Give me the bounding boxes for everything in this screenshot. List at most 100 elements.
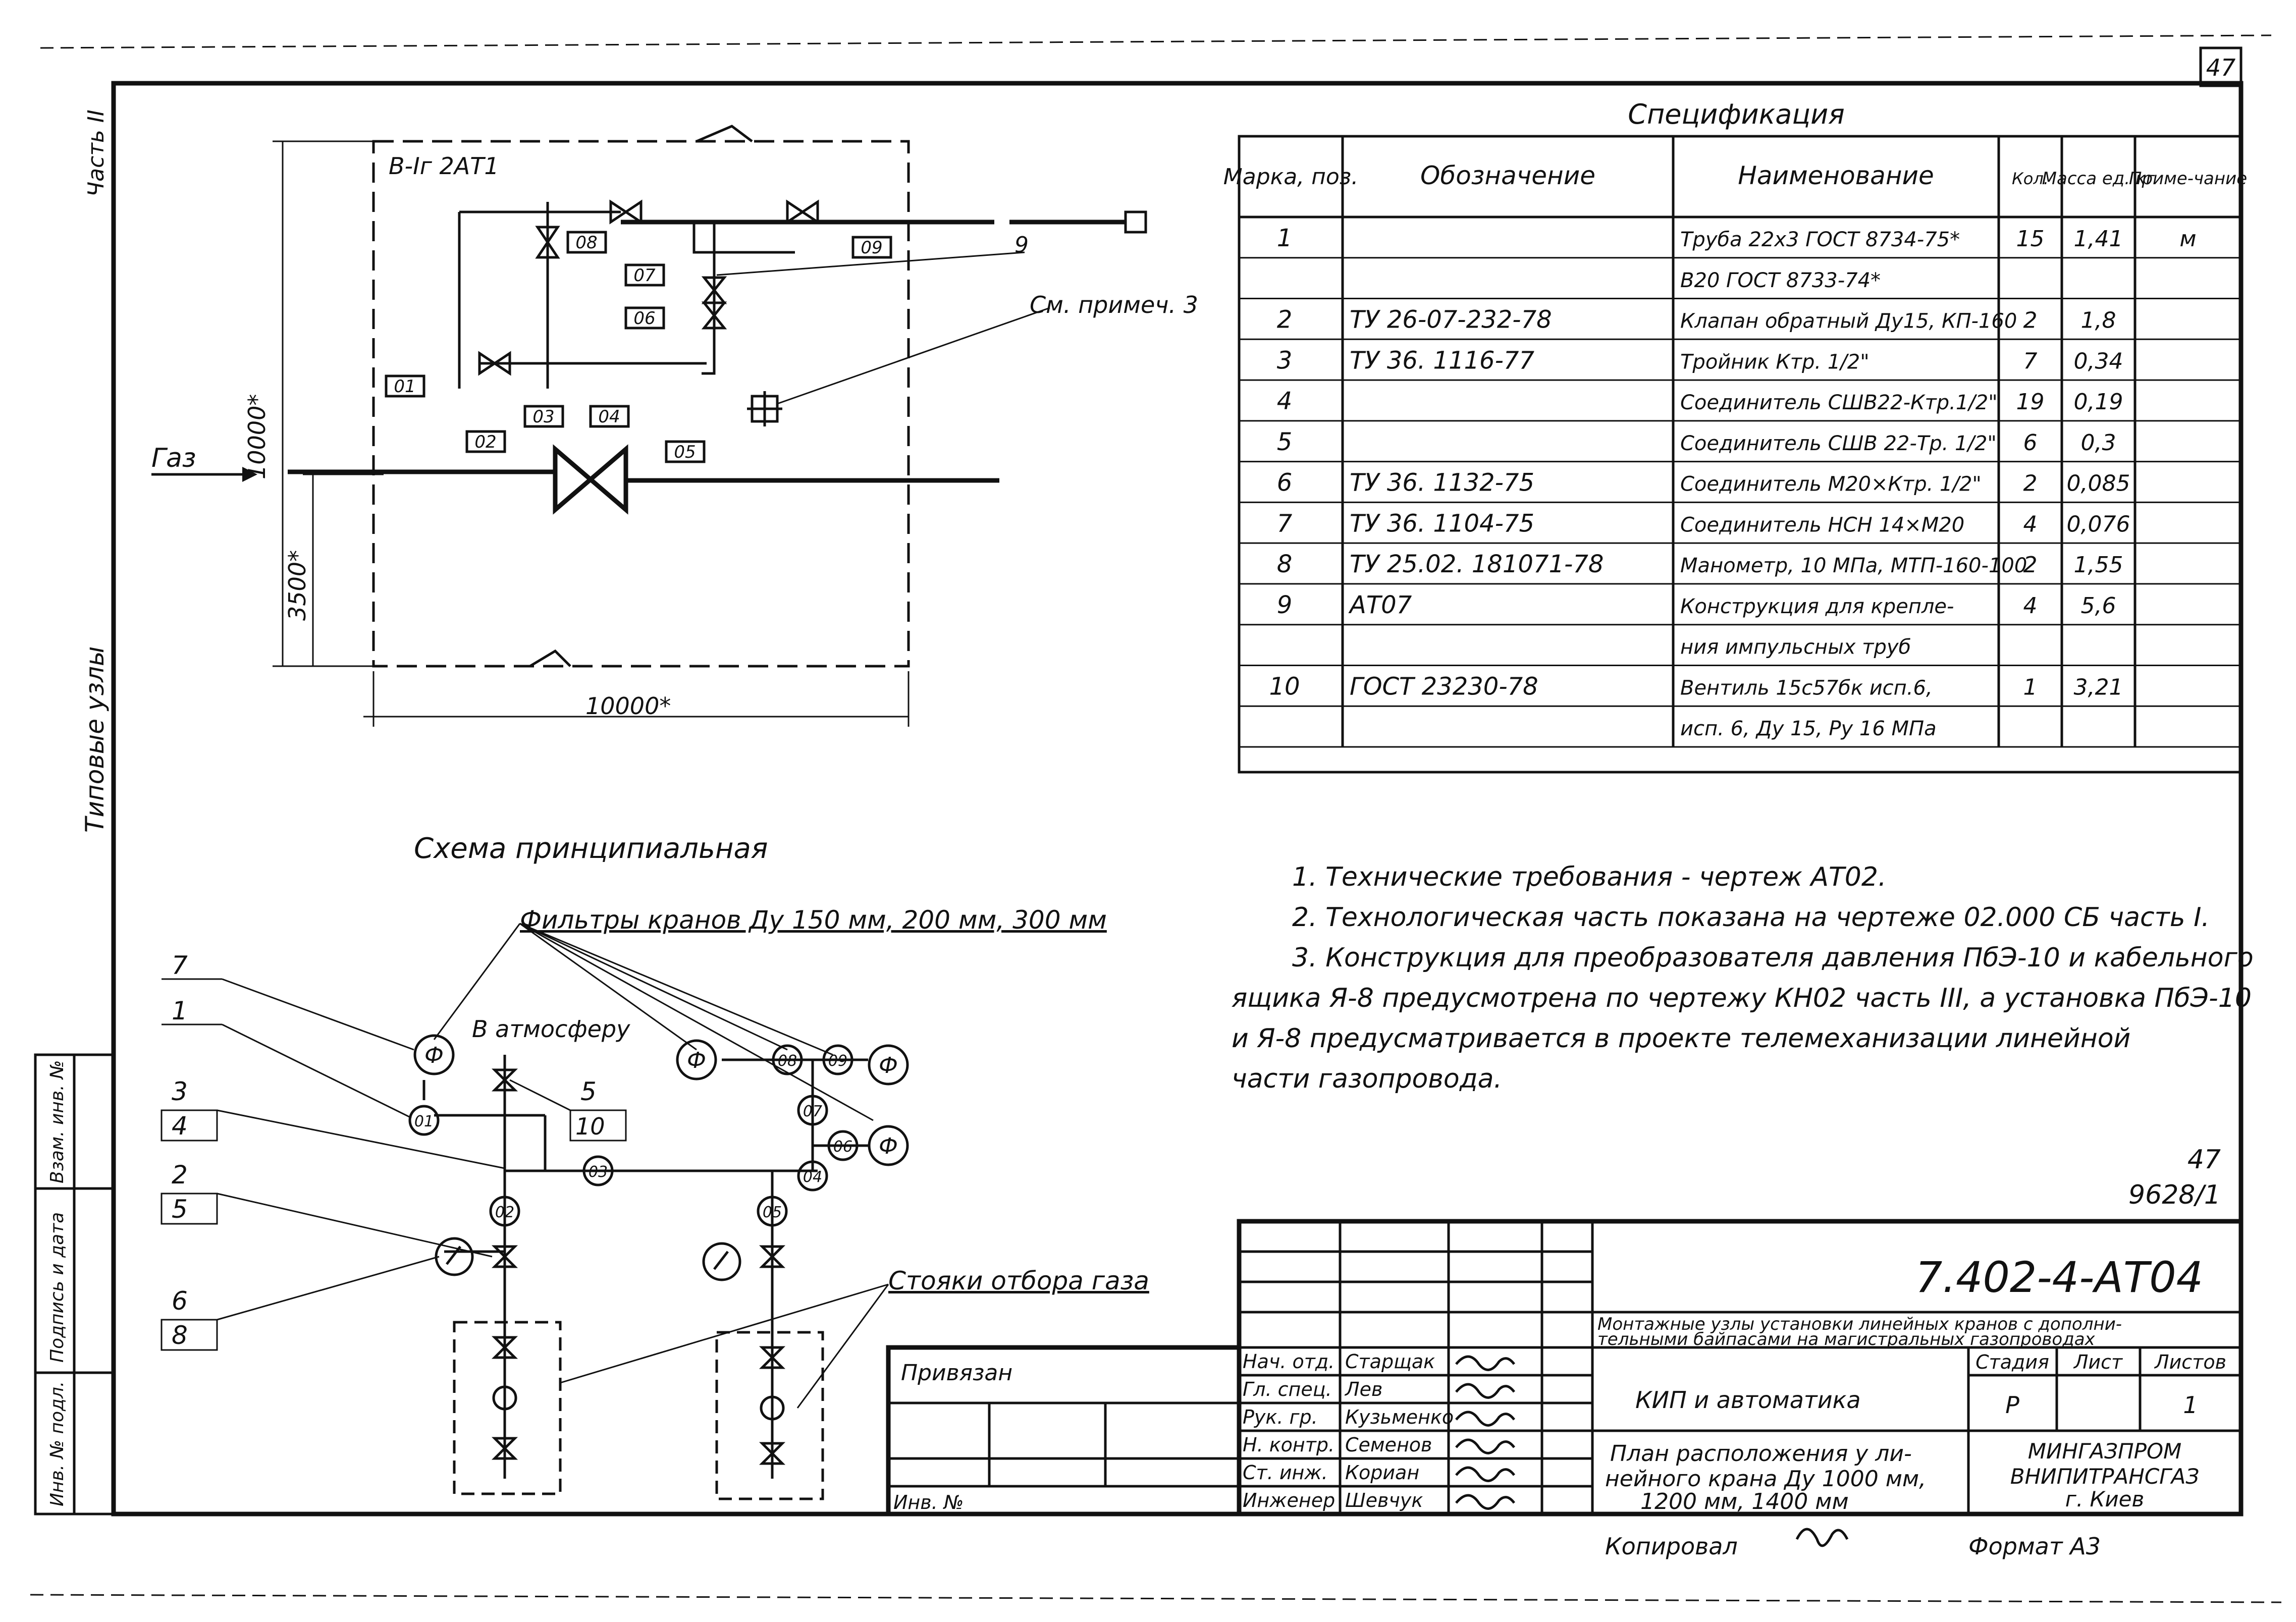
spec-cell-mass: 1,41 (2074, 226, 2123, 252)
role-label: Инженер (1243, 1489, 1335, 1511)
note-line-1: 1. Технические требования - чертеж АТ02. (1292, 862, 1887, 892)
spec-cell-mass: 0,19 (2074, 389, 2123, 415)
spec-cell-pos: 3 (1277, 346, 1293, 374)
spec-header-cell: Марка, поз. (1223, 164, 1358, 190)
spec-cell-name: исп. 6, Ду 15, Ру 16 МПа (1680, 717, 1937, 740)
schema-tag-01: 01 (414, 1113, 434, 1130)
ref-5: 5 (172, 1195, 188, 1224)
tube (692, 222, 795, 254)
check-valve-icon (491, 1245, 518, 1268)
dim-10000-horizontal: 10000* (585, 692, 671, 720)
signature-icon (1455, 1383, 1515, 1399)
plan-tag-09: 09 (861, 238, 882, 258)
plan-view: 10000* 3500* 10000* В-Iг 2АТ1 Газ (151, 125, 1198, 727)
spec-cell-pos: 6 (1277, 469, 1293, 497)
leader (560, 1283, 889, 1384)
dim-3500: 3500* (284, 550, 311, 621)
schema-tag-03: 03 (589, 1163, 608, 1181)
signature-icon (1455, 1411, 1515, 1427)
fence-outline (372, 140, 910, 668)
leader (519, 923, 697, 1051)
spec-cell-pos: 1 (1277, 224, 1293, 252)
spec-cell-name: Конструкция для крепле- (1680, 595, 1954, 618)
gauge-icon: Ф (879, 1053, 898, 1078)
ref-2: 2 (172, 1160, 188, 1190)
role-label: Н. контр. (1243, 1434, 1334, 1456)
ref-8: 8 (172, 1321, 188, 1350)
sheet-number-box (2199, 46, 2242, 87)
spec-cell-qty: 2 (2023, 308, 2038, 334)
gate-bottom (529, 649, 571, 668)
spec-cell-code: ТУ 36. 1104-75 (1350, 509, 1534, 537)
spec-border (1238, 135, 2242, 774)
spec-cell-code: ТУ 26-07-232-78 (1350, 306, 1552, 334)
spec-cell-mass: 0,085 (2067, 471, 2130, 497)
schema-tag-07: 07 (803, 1103, 822, 1120)
valve-icon (701, 301, 727, 330)
spec-title: Спецификация (1628, 98, 1844, 130)
plan-tag-07: 07 (633, 265, 656, 286)
schema-tag-02: 02 (495, 1204, 514, 1221)
role-name: Семенов (1345, 1434, 1432, 1456)
spec-header-cell: Масса ед. кг (2042, 169, 2156, 189)
side-part-label: Часть II (83, 110, 109, 197)
spec-cell-code: ГОСТ 23230-78 (1350, 672, 1538, 700)
side-vzam-inv: Взам. инв. № (47, 1060, 68, 1183)
sheets-value: 1 (2183, 1391, 2198, 1419)
pressure-gauge-icon (702, 1242, 741, 1281)
spec-cell-name: Труба 22x3 ГОСТ 8734-75* (1680, 228, 1960, 251)
copied-label: Копировал (1605, 1533, 1738, 1560)
plan-tag-02: 02 (474, 432, 496, 452)
spec-cell-qty: 19 (2016, 389, 2045, 415)
schema-tag-06: 06 (833, 1138, 852, 1156)
spec-cell-mass: 5,6 (2081, 593, 2116, 619)
schema-title: Схема принципиальная (414, 832, 768, 865)
valve-icon (478, 351, 511, 376)
see-note-3: См. примеч. 3 (1030, 291, 1198, 318)
spec-header-cell: Приме-чание (2129, 169, 2247, 189)
left-refs: 7 1 3 4 2 5 6 8 (161, 951, 505, 1351)
spec-cell-name: Вентиль 15с57бк исп.6, (1680, 676, 1933, 699)
ref-1: 1 (172, 996, 188, 1025)
leader (796, 1284, 889, 1409)
role-name: Лев (1344, 1378, 1382, 1400)
spec-cell-name: Соединитель СШВ22-Ктр.1/2" (1680, 391, 1998, 414)
ref-7: 7 (172, 951, 188, 980)
plan-tag-08: 08 (575, 233, 597, 253)
role-name: Кузьменко (1345, 1406, 1454, 1428)
plan-label-b: В-Iг 2АТ1 (389, 152, 499, 180)
description-line-2: тельными байпасами на магистральных газо… (1597, 1329, 2096, 1349)
valve-icon (786, 199, 819, 225)
gate-top (696, 125, 753, 143)
spec-cell-note: м (2179, 226, 2196, 252)
spec-cell-name: Клапан обратный Ду15, КП-160 (1680, 310, 2017, 333)
spec-cell-mass: 0,34 (2074, 348, 2123, 374)
sheets-header: Листов (2154, 1351, 2226, 1373)
note-line-3: 3. Конструкция для преобразователя давле… (1292, 943, 2254, 973)
gauge-icon: Ф (424, 1043, 444, 1068)
spec-cell-code: ТУ 36. 1132-75 (1350, 469, 1534, 497)
principal-schema: Схема принципиальная Фильтры кранов Ду 1… (161, 832, 1149, 1500)
spec-cell-qty: 15 (2016, 226, 2045, 252)
filter-icon (492, 1385, 517, 1411)
copier-signature-icon (1795, 1528, 1849, 1547)
spec-cell-name: Соединитель СШВ 22-Тр. 1/2" (1680, 432, 1997, 455)
plan-tag-04: 04 (598, 407, 620, 427)
trim-line-bottom (30, 1594, 2282, 1603)
tube (702, 222, 716, 375)
spec-cell-pos: 2 (1277, 306, 1293, 334)
vent-valve-icon (491, 1068, 518, 1092)
spec-cell-name: Тройник Ктр. 1/2" (1680, 350, 1870, 373)
schema-tag-09: 09 (828, 1052, 847, 1070)
ref-3: 3 (172, 1077, 188, 1106)
gas-label: Газ (151, 443, 196, 473)
org-3: г. Киев (2065, 1487, 2144, 1511)
main-valve-icon (553, 444, 628, 515)
sheet-number: 47 (2206, 54, 2236, 81)
spec-grid (1239, 136, 2241, 748)
side-sign-date: Подпись и дата (47, 1212, 68, 1363)
spec-cell-name: Соединитель НСН 14×М20 (1680, 513, 1964, 536)
right-refs: 5 10 (509, 1077, 627, 1142)
stage-value: Р (2005, 1391, 2019, 1419)
pressure-gauge-needle (713, 1251, 729, 1270)
